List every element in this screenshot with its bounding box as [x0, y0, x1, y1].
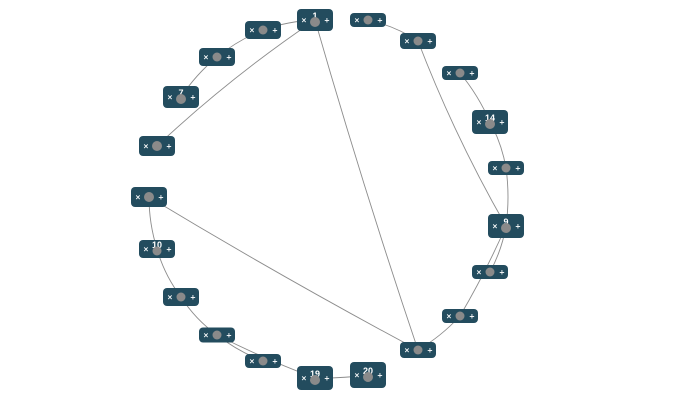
node-label: 20 — [363, 366, 373, 376]
node-label: 9 — [503, 217, 508, 227]
remove-node-button[interactable]: × — [249, 358, 255, 366]
remove-node-button[interactable]: × — [476, 119, 482, 127]
remove-node-button[interactable]: × — [476, 269, 482, 277]
graph-node[interactable]: × +10 — [139, 240, 175, 258]
node-layer: ×+1×+×+×+7×+×+×+10×+×+×+×+19×+20×+×+×+×+… — [131, 9, 524, 390]
node-handle-icon[interactable] — [413, 345, 423, 355]
node-handle-icon[interactable] — [176, 292, 186, 302]
graph-node[interactable]: ×+ — [400, 342, 436, 358]
node-handle-icon[interactable] — [413, 36, 423, 46]
node-handle-icon[interactable] — [176, 94, 186, 104]
remove-node-button[interactable]: × — [249, 27, 255, 35]
node-handle-icon[interactable] — [144, 192, 154, 202]
node-handle-icon[interactable] — [485, 119, 495, 129]
graph-node[interactable]: ×+ — [488, 161, 524, 175]
edge-n_l1-n_br — [148, 196, 419, 351]
add-node-button[interactable]: + — [272, 27, 278, 35]
node-handle-icon[interactable] — [152, 141, 162, 151]
node-handle-icon[interactable] — [455, 68, 465, 78]
add-node-button[interactable]: + — [499, 269, 505, 277]
graph-node[interactable]: ×+ — [199, 48, 235, 66]
remove-node-button[interactable]: × — [354, 372, 360, 380]
add-node-button[interactable]: + — [515, 223, 521, 231]
add-node-button[interactable]: + — [515, 165, 521, 173]
graph-node[interactable]: ×+ — [442, 309, 478, 323]
add-node-button[interactable]: + — [324, 375, 330, 383]
add-node-button[interactable]: + — [377, 372, 383, 380]
graph-node[interactable]: ×+ — [199, 327, 235, 343]
edge-n_9-n_r5 — [417, 40, 507, 227]
node-handle-icon[interactable] — [363, 372, 373, 382]
add-node-button[interactable]: + — [272, 358, 278, 366]
node-label: 10 — [152, 240, 162, 250]
remove-node-button[interactable]: × — [135, 194, 141, 202]
remove-node-button[interactable]: × — [301, 375, 307, 383]
add-node-button[interactable]: + — [166, 246, 172, 254]
add-node-button[interactable]: + — [190, 94, 196, 102]
node-handle-icon[interactable] — [258, 356, 268, 366]
graph-node[interactable]: ×+ — [472, 265, 508, 279]
remove-node-button[interactable]: × — [143, 246, 149, 254]
add-node-button[interactable]: + — [190, 294, 196, 302]
remove-node-button[interactable]: × — [354, 17, 360, 25]
node-handle-icon[interactable] — [485, 267, 495, 277]
node-label: 7 — [178, 88, 183, 98]
remove-node-button[interactable]: × — [167, 94, 173, 102]
node-handle-icon[interactable] — [455, 311, 465, 321]
node-handle-icon[interactable] — [212, 330, 222, 340]
add-node-button[interactable]: + — [166, 143, 172, 151]
remove-node-button[interactable]: × — [301, 17, 307, 25]
graph-node[interactable]: × +1 — [297, 9, 333, 31]
remove-node-button[interactable]: × — [404, 38, 410, 46]
node-handle-icon[interactable] — [258, 25, 268, 35]
graph-node[interactable]: ×+ — [163, 288, 199, 306]
graph-node[interactable]: × +14 — [472, 110, 508, 134]
node-handle-icon[interactable] — [363, 15, 373, 25]
graph-node[interactable]: ×+ — [350, 13, 386, 27]
graph-node[interactable]: ×+ — [245, 21, 281, 39]
graph-node[interactable]: ×+ — [131, 187, 167, 207]
add-node-button[interactable]: + — [469, 70, 475, 78]
node-handle-icon[interactable] — [501, 163, 511, 173]
graph-node[interactable]: ×+ — [139, 136, 175, 156]
remove-node-button[interactable]: × — [446, 313, 452, 321]
add-node-button[interactable]: + — [324, 17, 330, 25]
graph-node[interactable]: × +19 — [297, 366, 333, 390]
node-handle-icon[interactable] — [152, 246, 162, 256]
node-label: 14 — [485, 113, 495, 123]
add-node-button[interactable]: + — [499, 119, 505, 127]
node-handle-icon[interactable] — [501, 223, 511, 233]
graph-node[interactable]: ×+ — [245, 354, 281, 368]
graph-node[interactable]: ×+ — [400, 33, 436, 49]
graph-node[interactable]: × +20 — [350, 362, 386, 388]
add-node-button[interactable]: + — [158, 194, 164, 202]
remove-node-button[interactable]: × — [492, 165, 498, 173]
graph-node[interactable]: × +9 — [488, 214, 524, 238]
edge-n_top-n_br — [314, 19, 419, 351]
add-node-button[interactable]: + — [427, 38, 433, 46]
edge-n_top-n_tl4 — [156, 19, 316, 147]
add-node-button[interactable]: + — [377, 17, 383, 25]
remove-node-button[interactable]: × — [446, 70, 452, 78]
add-node-button[interactable]: + — [469, 313, 475, 321]
remove-node-button[interactable]: × — [203, 332, 209, 340]
node-label: 1 — [312, 11, 317, 21]
remove-node-button[interactable]: × — [404, 347, 410, 355]
add-node-button[interactable]: + — [226, 54, 232, 62]
remove-node-button[interactable]: × — [492, 223, 498, 231]
graph-node[interactable]: ×+ — [442, 66, 478, 80]
remove-node-button[interactable]: × — [143, 143, 149, 151]
node-label: 19 — [310, 369, 320, 379]
add-node-button[interactable]: + — [427, 347, 433, 355]
node-handle-icon[interactable] — [310, 17, 320, 27]
node-handle-icon[interactable] — [310, 375, 320, 385]
remove-node-button[interactable]: × — [203, 54, 209, 62]
remove-node-button[interactable]: × — [167, 294, 173, 302]
add-node-button[interactable]: + — [226, 332, 232, 340]
node-handle-icon[interactable] — [212, 52, 222, 62]
graph-node[interactable]: × +7 — [163, 86, 199, 108]
